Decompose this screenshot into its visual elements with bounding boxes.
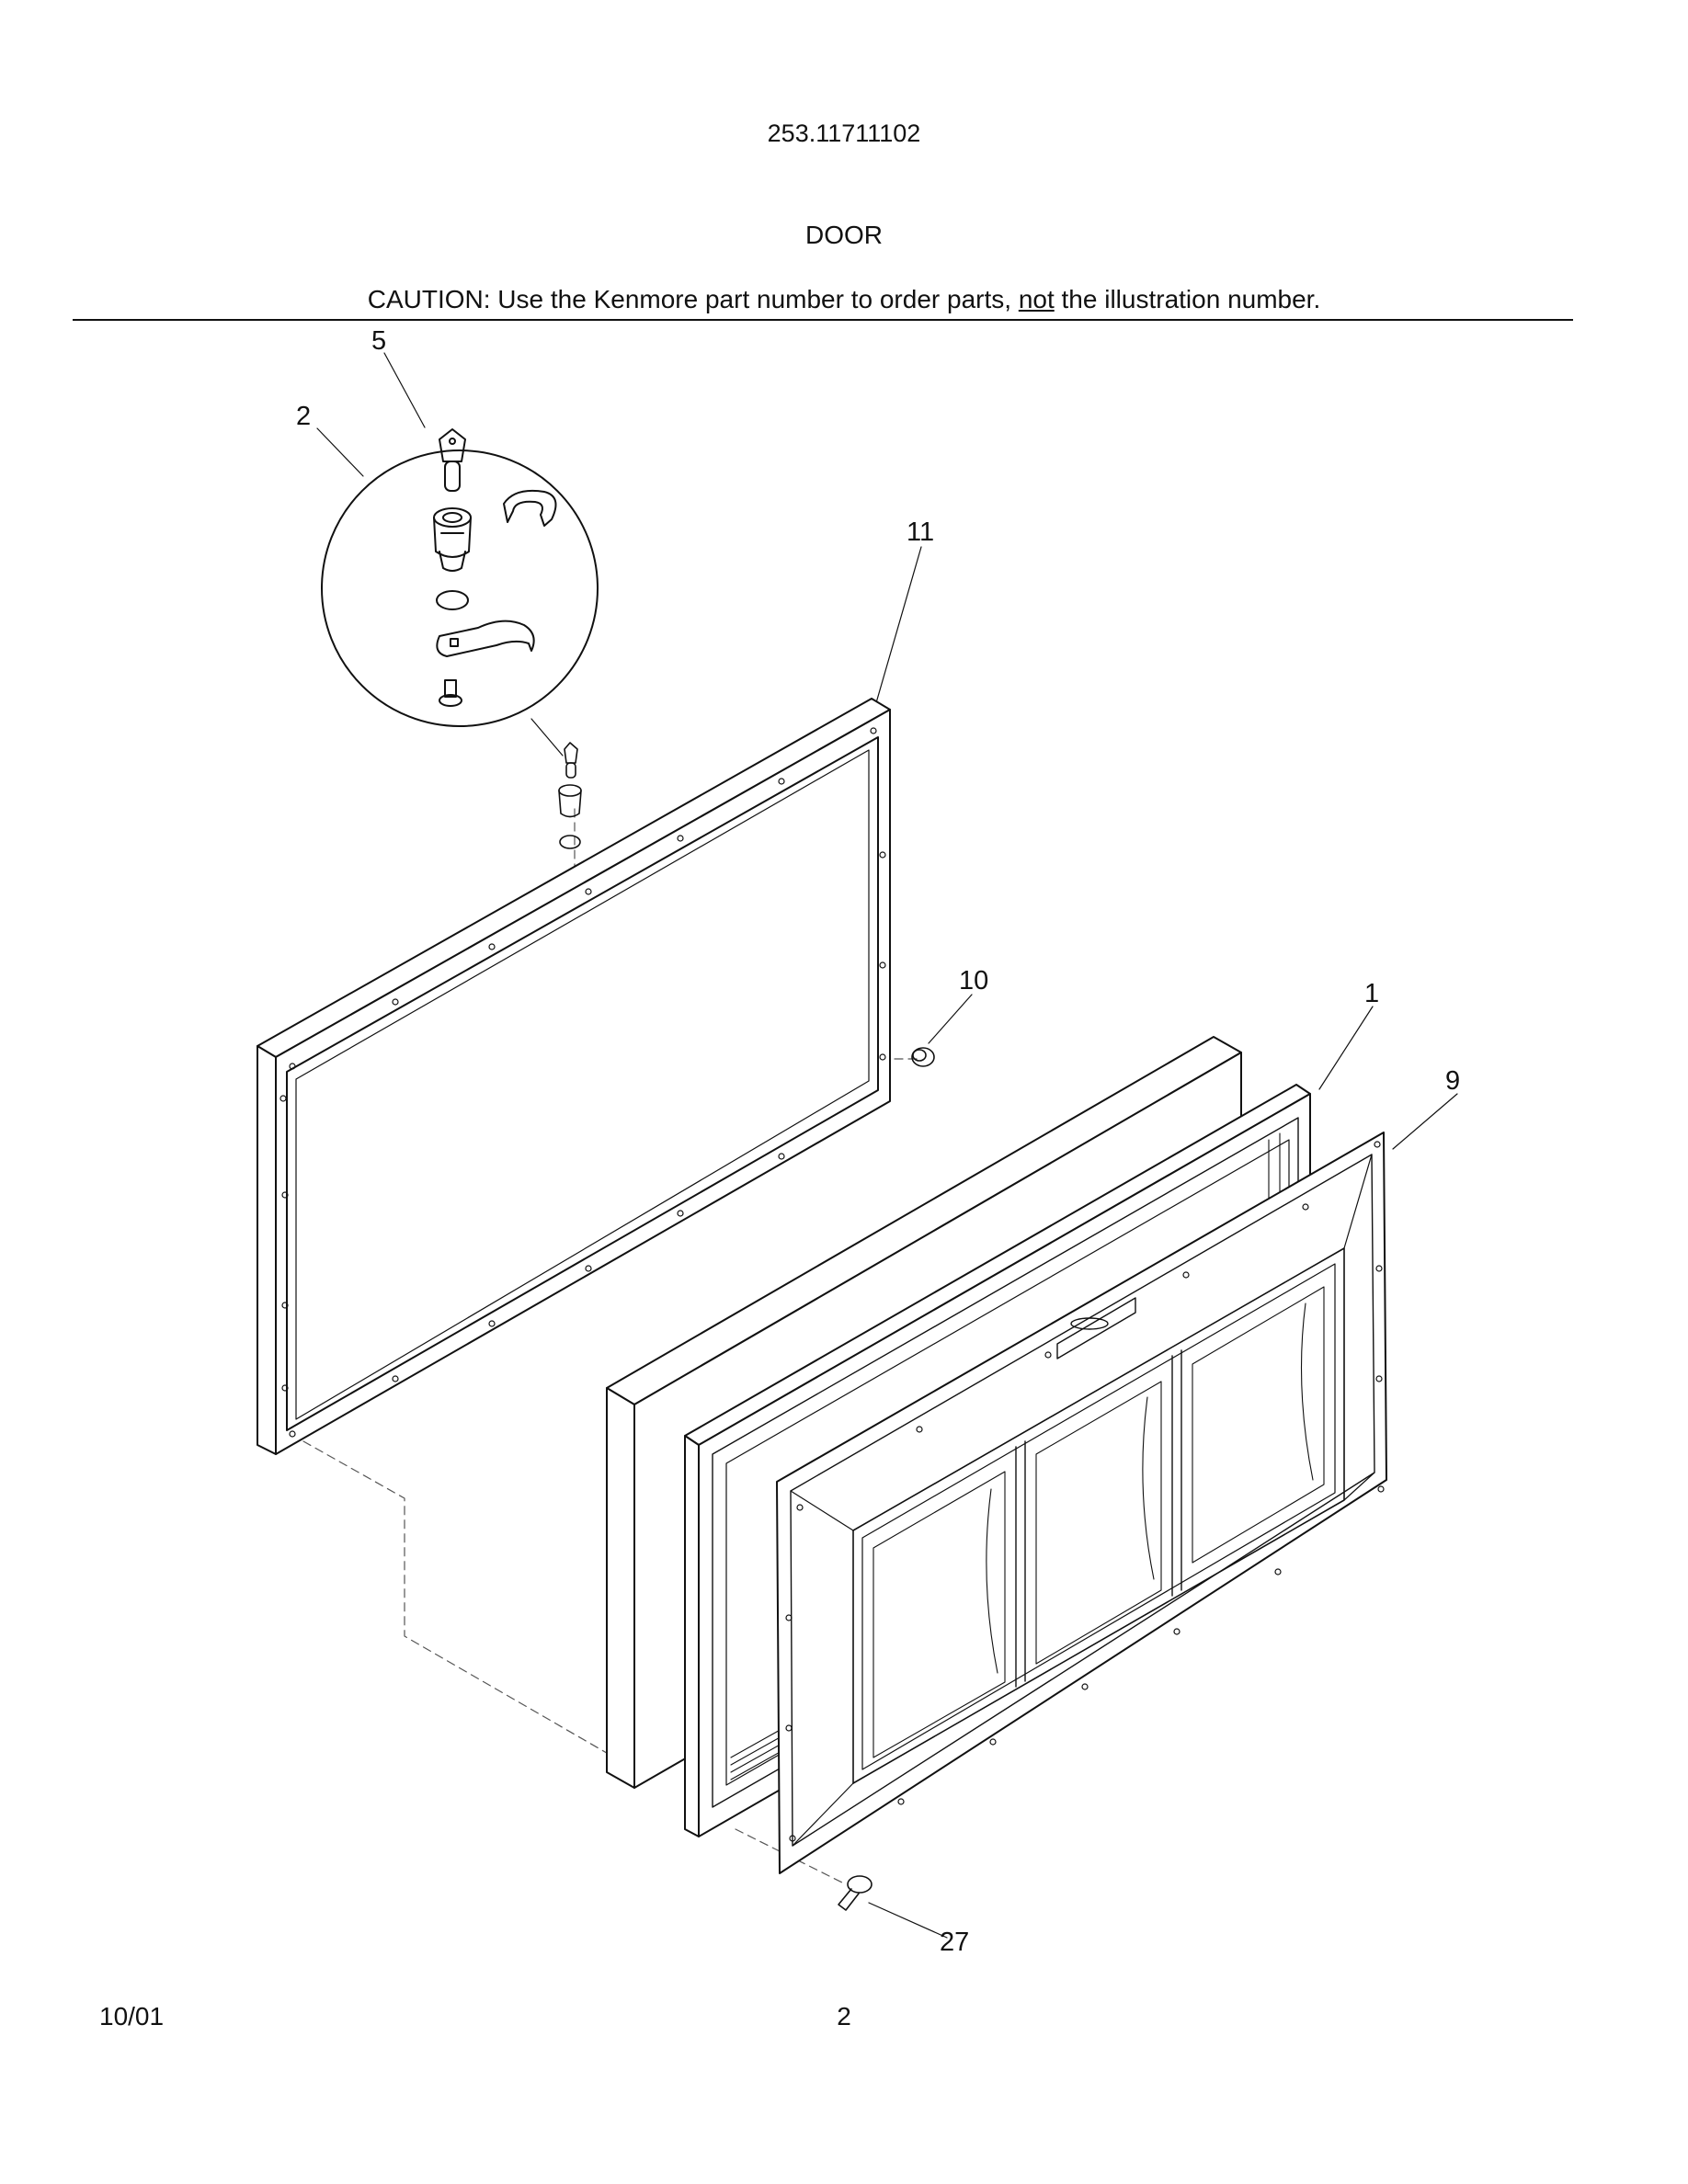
revision-date: 10/01 [99,2002,165,2030]
caution-note: CAUTION: Use the Kenmore part number to … [0,285,1688,314]
door-gasket [257,698,891,1455]
lock-key-detail [439,428,466,492]
callout-11: 11 [907,518,934,547]
header-rule [73,319,1573,321]
lock-assembly-detail [321,428,599,727]
caution-prefix: CAUTION: Use the Kenmore part number to … [367,285,1019,313]
door-handle-recess [1056,1297,1136,1359]
lock-cam-detail [436,620,535,657]
page-number: 2 [837,2002,851,2030]
section-title: DOOR [805,221,883,249]
callout-1: 1 [1364,979,1379,1008]
lock-cylinder-detail [433,507,472,572]
o-ring-detail [436,590,469,610]
caution-suffix: the illustration number. [1054,285,1321,313]
leader-lines [316,352,1458,1939]
callout-10: 10 [959,966,988,995]
door-plug [911,1047,935,1067]
callout-5: 5 [371,326,386,356]
outer-door-panel [776,1132,1387,1874]
callout-numbers: 5 2 11 10 1 9 27 [296,326,1460,1957]
callout-9: 9 [1445,1066,1460,1096]
callout-2: 2 [296,402,311,431]
caution-emphasis: not [1018,285,1055,313]
callout-27: 27 [940,1928,969,1957]
panel-screw [838,1875,873,1911]
screw-detail [439,679,462,707]
model-number: 253.11711102 [767,119,921,147]
retainer-clip-detail [503,489,557,527]
